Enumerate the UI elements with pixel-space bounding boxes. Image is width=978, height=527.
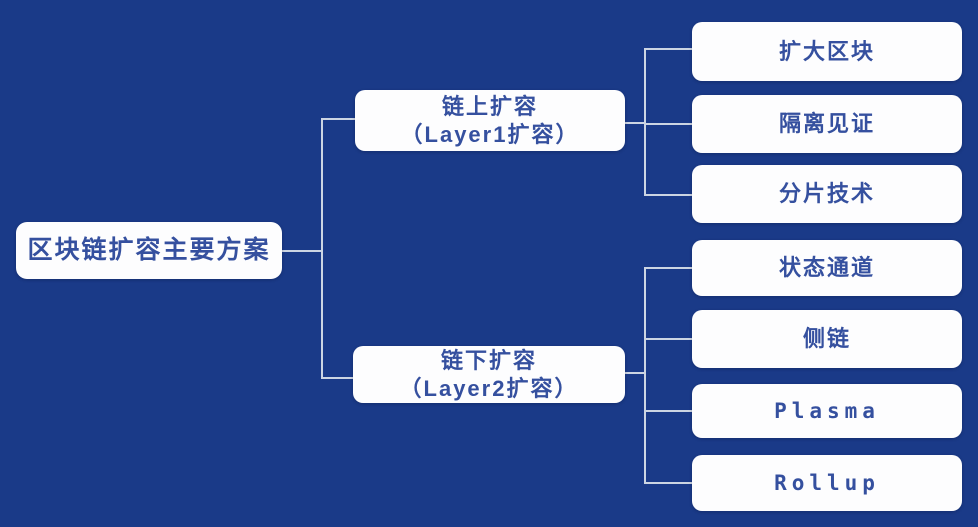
- leaf-expand-block-label: 扩大区块: [778, 38, 875, 64]
- leaf-rollup-label: Rollup: [774, 470, 880, 495]
- connector-stub-state-channel: [644, 267, 692, 269]
- branch-node-layer2: 链下扩容 （Layer2扩容）: [353, 346, 625, 403]
- root-node: 区块链扩容主要方案: [16, 222, 282, 279]
- leaf-node-state-channel: 状态通道: [692, 240, 962, 296]
- connector-stub-sharding: [644, 194, 692, 196]
- connector-stub-layer1: [321, 118, 355, 120]
- connector-layer1-horizontal: [625, 122, 645, 124]
- leaf-segwit-label: 隔离见证: [778, 111, 875, 137]
- connector-layer2-horizontal: [625, 372, 645, 374]
- leaf-node-rollup: Rollup: [692, 455, 962, 511]
- connector-stub-sidechain: [644, 338, 692, 340]
- branch-layer2-label-line2: （Layer2扩容）: [399, 375, 579, 401]
- connector-stub-segwit: [644, 123, 692, 125]
- connector-right-trunk-2: [644, 267, 646, 484]
- leaf-plasma-label: Plasma: [774, 398, 880, 423]
- connector-left-trunk: [321, 118, 323, 379]
- root-node-label: 区块链扩容主要方案: [27, 235, 271, 264]
- branch-layer2-label-line1: 链下扩容: [440, 348, 537, 373]
- leaf-node-segwit: 隔离见证: [692, 95, 962, 153]
- branch-layer1-label-line2: （Layer1扩容）: [400, 121, 580, 147]
- connector-stub-plasma: [644, 410, 692, 412]
- leaf-sharding-label: 分片技术: [778, 181, 875, 207]
- leaf-node-plasma: Plasma: [692, 384, 962, 438]
- branch-node-layer1: 链上扩容 （Layer1扩容）: [355, 90, 625, 151]
- connector-stub-rollup: [644, 482, 692, 484]
- leaf-node-expand-block: 扩大区块: [692, 22, 962, 81]
- connector-right-trunk-1: [644, 48, 646, 196]
- leaf-sidechain-label: 侧链: [802, 326, 851, 352]
- connector-root-horizontal: [282, 250, 322, 252]
- leaf-state-channel-label: 状态通道: [778, 255, 875, 281]
- connector-stub-expand-block: [644, 48, 692, 50]
- connector-stub-layer2: [321, 377, 353, 379]
- leaf-node-sharding: 分片技术: [692, 165, 962, 223]
- branch-layer1-label-line1: 链上扩容: [441, 94, 538, 119]
- leaf-node-sidechain: 侧链: [692, 310, 962, 368]
